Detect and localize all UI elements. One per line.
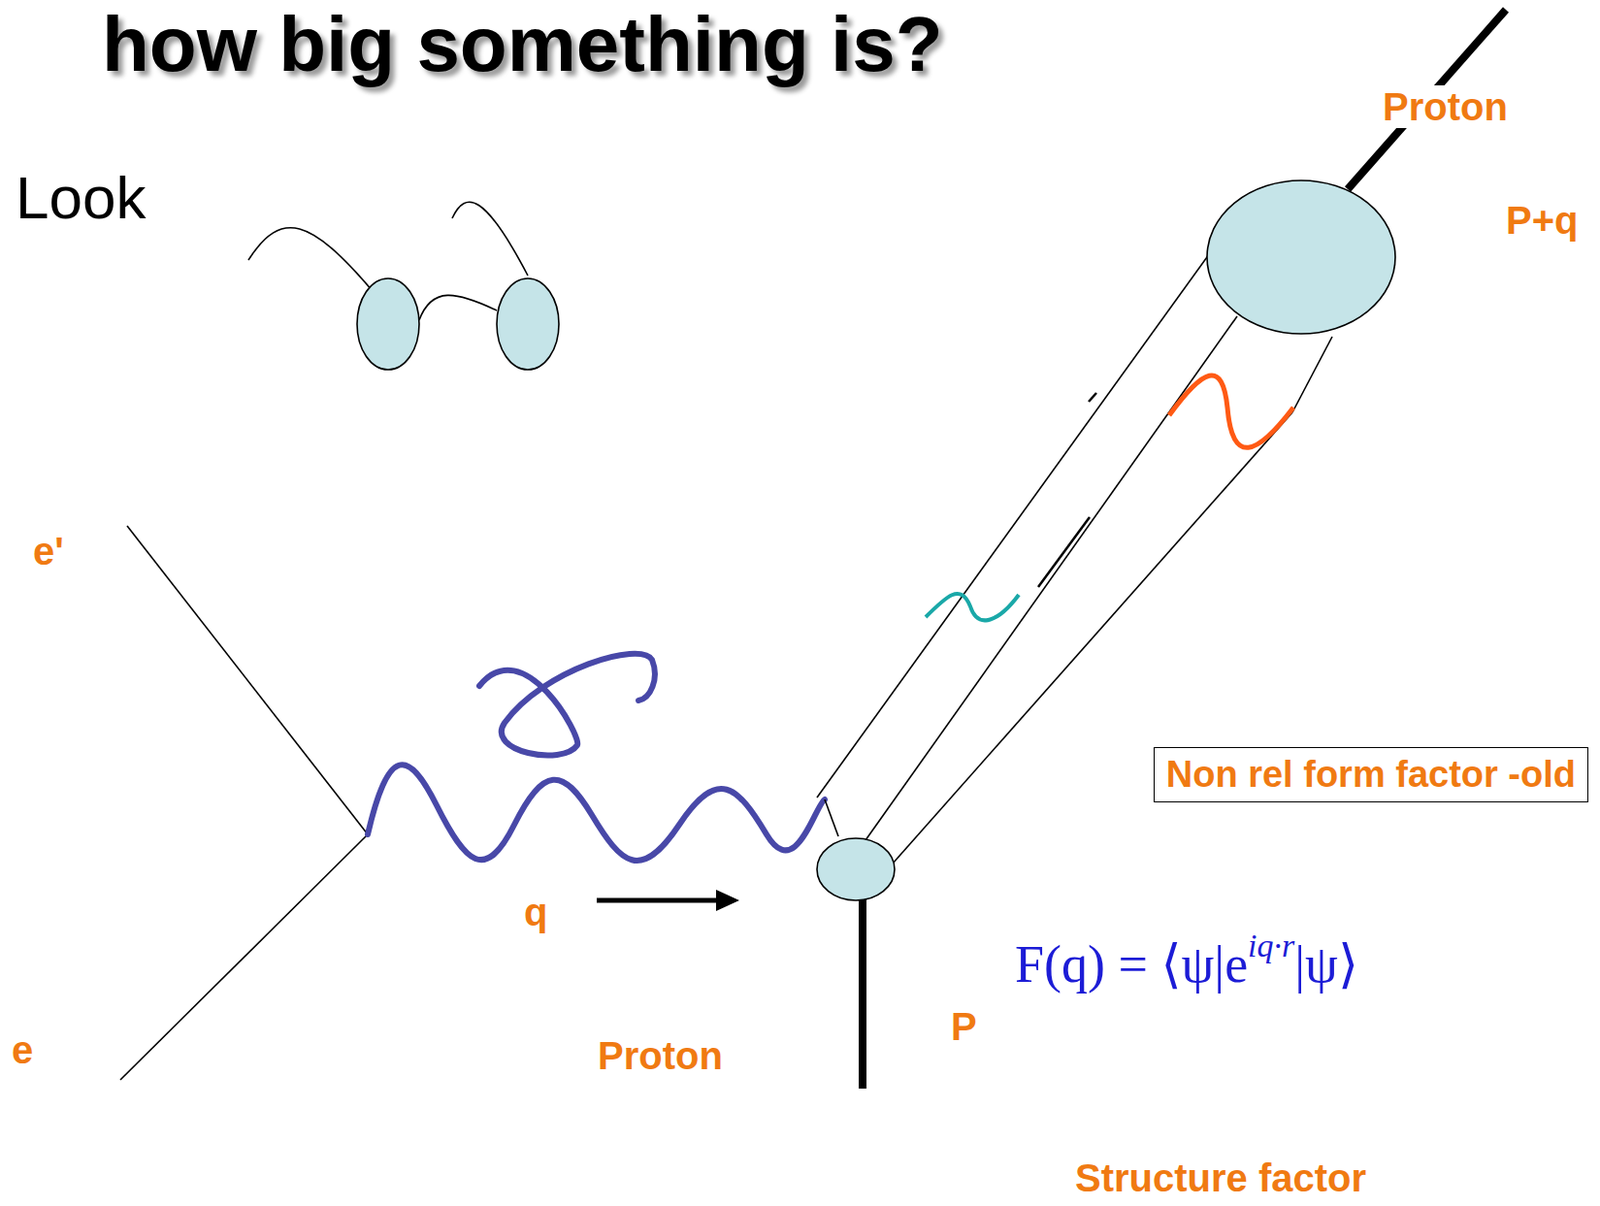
formula-part: F(q) = ⟨ψ|e (1014, 935, 1248, 994)
note-box: Non rel form factor -old (1153, 747, 1589, 803)
arrow-head (716, 889, 740, 912)
momentum-label: q (523, 890, 548, 934)
title: how big something is? (101, 1, 944, 88)
quark-line (824, 799, 839, 837)
formula-part: iq·r (1247, 927, 1295, 964)
momentum-label: P (950, 1005, 978, 1048)
proton-line (858, 897, 867, 1089)
momentum-label: P+q (1505, 198, 1578, 242)
gluon-loop (479, 653, 655, 756)
particle-label: Proton (1379, 85, 1511, 129)
electron-line (120, 834, 368, 1080)
electron-line (127, 525, 368, 835)
gluon-wave (1169, 375, 1294, 448)
particle-label: e' (32, 529, 65, 573)
glasses-bridge (419, 294, 497, 321)
glasses-lens (357, 278, 420, 370)
tick (1038, 517, 1090, 588)
quark-line (816, 232, 1225, 798)
gluon-wave (925, 593, 1019, 621)
form-factor-formula: F(q) = ⟨ψ|eiq·r|ψ⟩ (1014, 926, 1359, 997)
glasses-lens (496, 278, 559, 370)
tick (1088, 392, 1097, 402)
momentum-arrow (596, 898, 720, 904)
quark-line (1292, 336, 1333, 413)
proton-blob (1207, 180, 1396, 334)
formula-part: |ψ⟩ (1294, 935, 1359, 994)
particle-label: e (11, 1028, 33, 1072)
glasses-arm (248, 228, 373, 292)
note-text: Non rel form factor -old (1166, 753, 1576, 796)
proton-blob (816, 838, 895, 901)
glasses-arm (452, 201, 528, 276)
photon-wave (367, 764, 825, 861)
particle-label: Proton (597, 1034, 723, 1078)
look-label: Look (15, 164, 146, 231)
caption-label: Structure factor (1075, 1156, 1367, 1200)
